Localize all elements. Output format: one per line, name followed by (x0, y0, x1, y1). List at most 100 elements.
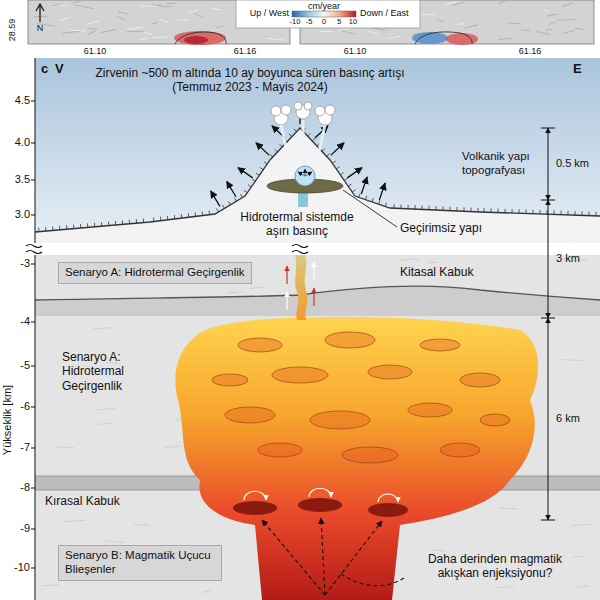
surface-tick (449, 207, 450, 211)
surface-tick (308, 133, 311, 136)
surface-tick (188, 213, 189, 217)
surface-tick (336, 167, 339, 169)
relief-hatch (195, 14, 203, 18)
crust-texture (42, 585, 59, 586)
surface-tick (477, 208, 478, 212)
deformation-arrow (211, 191, 220, 206)
relief-hatch (166, 3, 177, 4)
deformation-arrow (227, 181, 236, 196)
surface-tick (497, 209, 498, 213)
crust-texture (249, 287, 264, 288)
surface-tick (504, 209, 505, 213)
colorbar-unit: cm/year (308, 1, 340, 12)
crust-texture (400, 259, 408, 260)
axis-tick (31, 101, 35, 102)
surface-tick (393, 204, 394, 208)
surface-tick (407, 205, 408, 209)
relief-hatch (266, 38, 284, 40)
surface-tick (222, 205, 224, 208)
surface-tick (379, 200, 380, 204)
axis-tick-label: -4 (20, 315, 30, 328)
relief-hatch (212, 8, 222, 10)
melt-lens (460, 373, 500, 387)
deformation-arrow (331, 143, 344, 155)
axis-tick (31, 143, 35, 144)
crust-texture (99, 423, 113, 424)
relief-hatch (546, 29, 553, 30)
axis-tick (31, 322, 35, 323)
crust-texture (106, 541, 125, 542)
relief-hatch (152, 4, 162, 5)
colorbar-tick: 0 (322, 17, 326, 26)
injection-label: Daha derinden magmatik akışkan enjeksiyo… (408, 552, 583, 581)
melt-lens (480, 414, 510, 426)
surface-tick (195, 212, 196, 216)
surface-tick (248, 185, 251, 187)
axis-tick (31, 215, 35, 216)
axis-tick-label: -8 (20, 481, 30, 494)
melt-lens (272, 367, 328, 383)
axis-tick (31, 568, 35, 569)
relief-hatch (151, 22, 159, 24)
relief-hatch (536, 32, 550, 35)
melt-lens (440, 443, 480, 457)
melt-lens (408, 403, 452, 417)
crust-label: Kitasal Kabuk (400, 265, 473, 279)
surface-tick (428, 206, 429, 210)
surface-tick (421, 205, 422, 209)
relief-hatch (127, 31, 144, 32)
surface-tick (463, 207, 464, 211)
axis-tick-label: -9 (20, 522, 30, 535)
north-label: N (37, 23, 44, 34)
axis-tick-label: 3.0 (15, 208, 30, 221)
relief-hatch (88, 21, 99, 24)
relief-hatch (52, 4, 61, 6)
relief-hatch (160, 19, 168, 22)
relief-hatch (498, 0, 507, 3)
longitude-tick: 61.16 (234, 46, 257, 57)
surface-tick (108, 222, 109, 226)
scenario-label: Senaryo A: Hidrotermal Geçirgenlik (62, 350, 147, 393)
scenario-box: Senaryo A: Hidrotermal Geçirgenlik (58, 262, 252, 284)
crust-texture (202, 591, 210, 593)
relief-hatch (508, 23, 521, 25)
surface-tick (115, 221, 116, 225)
melt-lens (225, 407, 275, 423)
relief-hatch (153, 37, 168, 38)
deformation-arrow (361, 177, 367, 194)
crust-texture (432, 550, 445, 552)
relief-hatch (368, 31, 378, 34)
crust-texture (499, 508, 517, 509)
surface-tick (312, 138, 315, 141)
melt-lens (420, 339, 460, 351)
surface-tick (532, 210, 533, 214)
surface-tick (525, 210, 526, 214)
deformation-arrow (256, 143, 269, 155)
crust-texture (427, 262, 437, 264)
surface-tick (456, 207, 457, 211)
relief-hatch (341, 31, 355, 35)
axis-tick-label: -6 (20, 400, 30, 413)
relief-hatch (72, 0, 87, 3)
crust-label: Kırasal Kabuk (45, 494, 120, 508)
surface-tick (216, 209, 218, 212)
melt-lens (325, 332, 375, 348)
surface-tick (228, 201, 230, 204)
axis-tick (31, 488, 35, 489)
surface-tick (73, 225, 74, 229)
surface-tick (87, 223, 88, 227)
surface-tick (560, 211, 561, 215)
relief-hatch (547, 14, 556, 16)
colorbar-tick: 10 (349, 17, 357, 26)
surface-tick (483, 208, 484, 212)
crust-texture (134, 524, 150, 525)
crust-texture (577, 586, 589, 588)
deformation-arrow (379, 183, 385, 200)
surface-tick (167, 216, 168, 220)
crust-texture (93, 328, 112, 329)
surface-tick (174, 215, 175, 219)
surface-tick (270, 154, 273, 157)
surface-tick (442, 206, 443, 210)
surface-tick (252, 179, 255, 181)
relief-hatch (549, 22, 556, 25)
